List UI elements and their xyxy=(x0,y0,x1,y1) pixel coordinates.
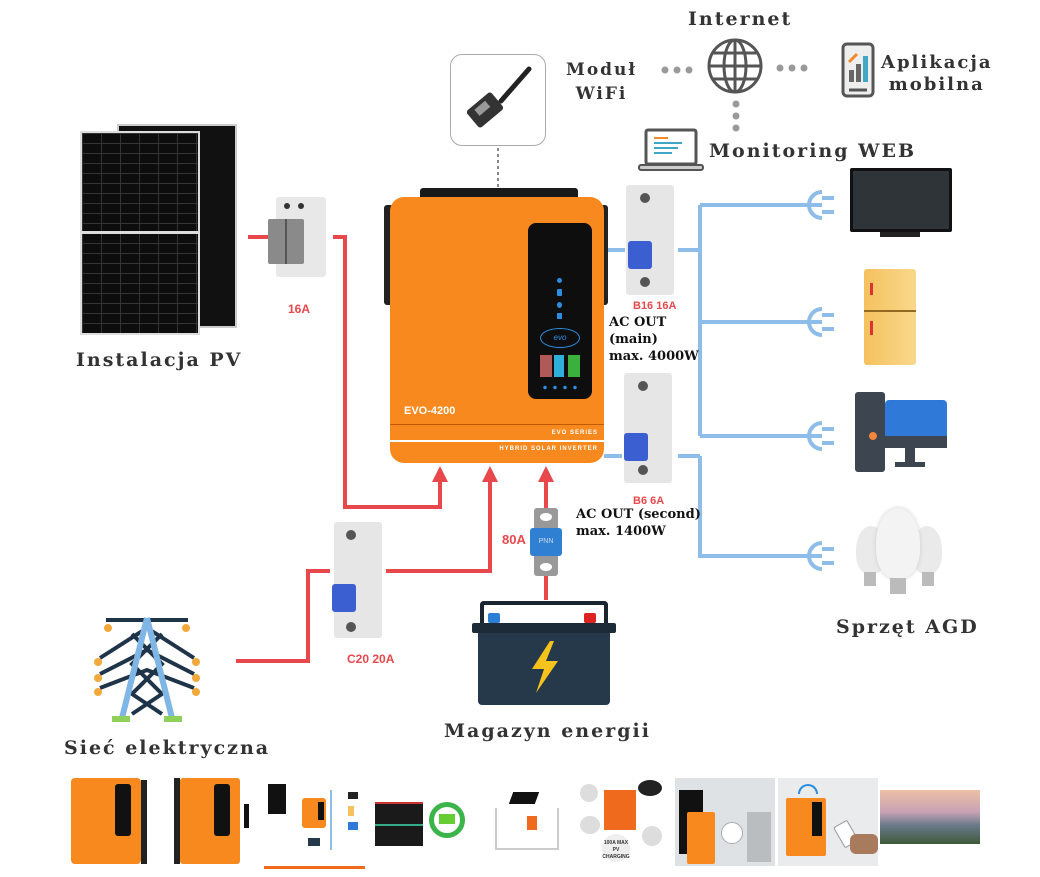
grid-label: Sieć elektryczna xyxy=(64,737,271,759)
mobile-app-label: Aplikacja mobilna xyxy=(881,52,993,95)
tv-stand xyxy=(880,232,920,237)
globe-icon xyxy=(707,38,763,94)
grid-breaker-icon xyxy=(330,522,386,638)
dots-internet-app xyxy=(776,64,808,72)
appliances-label: Sprzęt AGD xyxy=(836,616,979,638)
laptop-icon xyxy=(638,128,704,171)
lightning-bolt-icon xyxy=(532,641,558,693)
smartphone-chart-icon xyxy=(841,42,875,98)
wifi-module-box xyxy=(450,54,546,146)
main-breaker-label: B16 16A xyxy=(633,300,677,312)
ac-line-breaker-inverter xyxy=(386,478,492,573)
tv-icon xyxy=(850,168,952,232)
inverter-series: EVO SERIES xyxy=(551,430,598,436)
light-bulbs-icon xyxy=(850,508,946,604)
inverter-buttons[interactable] xyxy=(540,385,580,390)
pv-label: Instalacja PV xyxy=(76,349,243,371)
power-pylon-icon xyxy=(94,617,200,722)
inverter-body: evo EVO-4200 EVO SERIES HYBRID SOLAR INV… xyxy=(390,197,604,463)
inverter-model: EVO-4200 xyxy=(404,405,456,417)
battery-icon xyxy=(472,601,616,705)
inverter-type: HYBRID SOLAR INVERTER xyxy=(499,446,598,452)
ac-out-main-note: AC OUT (main) max. 4000W xyxy=(609,315,699,364)
main-output-breaker-icon xyxy=(622,185,678,295)
thumbnail-battery-charging[interactable] xyxy=(373,778,473,866)
battery-fuse-icon: PNN xyxy=(530,508,562,576)
grid-breaker-label: C20 20A xyxy=(347,652,395,666)
pv-panel-icon xyxy=(80,131,200,335)
pv-fuse-label: 16A xyxy=(288,302,311,316)
inverter-side-left xyxy=(384,205,394,305)
thumbnail-inverter-appliances[interactable] xyxy=(675,778,775,866)
ac-line-grid-breaker xyxy=(236,569,330,663)
thumbnail-inverter-smartphone[interactable] xyxy=(778,778,878,866)
battery-label: Magazyn energii xyxy=(444,720,651,742)
battery-fuse-label: 80A xyxy=(502,532,526,547)
fridge-icon xyxy=(864,269,916,365)
dc-line-fuse-inverter xyxy=(333,235,442,509)
thumbnail-installation-schematic[interactable] xyxy=(264,778,365,869)
pv-fuse-holder-icon xyxy=(268,197,332,277)
second-output-breaker-icon xyxy=(620,373,676,483)
desktop-computer-icon xyxy=(855,392,947,472)
arrow-pv-inverter xyxy=(432,466,448,482)
arrow-battery-inverter xyxy=(538,466,554,482)
second-breaker-label: B6 6A xyxy=(633,495,665,507)
dots-internet-web xyxy=(732,100,740,132)
thumbnail-inverter-with-wifi[interactable] xyxy=(174,778,250,866)
internet-label: Internet xyxy=(688,8,793,30)
inverter-lcd xyxy=(540,355,580,377)
arrow-grid-inverter xyxy=(482,466,498,482)
inverter-display-panel: evo xyxy=(528,223,592,399)
thumbnail-house-installation[interactable] xyxy=(481,778,573,866)
inverter-logo: evo xyxy=(540,328,580,348)
thumbnail-solar-farm-sunset[interactable] xyxy=(880,790,980,844)
ac-out-second-note: AC OUT (second) max. 1400W xyxy=(576,507,701,539)
ac-out-second-bus xyxy=(698,456,810,558)
web-monitoring-label: Monitoring WEB xyxy=(709,140,917,162)
thumbnail-inverter-features[interactable]: 100A MAX PV CHARGING xyxy=(576,778,668,866)
wifi-module-label: Moduł WiFi xyxy=(566,60,637,104)
plug-icon xyxy=(807,190,834,571)
thumbnail-inverter-front[interactable] xyxy=(71,778,149,866)
dots-wifi-internet xyxy=(661,66,693,74)
wifi-dongle-icon xyxy=(466,66,532,128)
